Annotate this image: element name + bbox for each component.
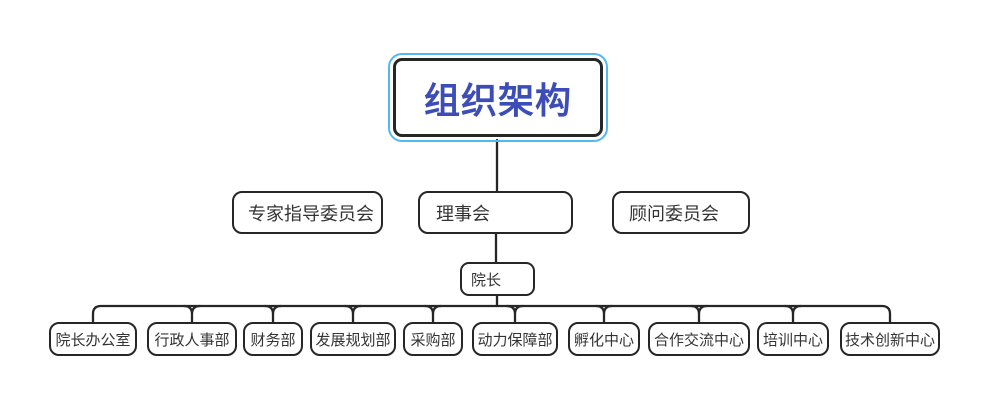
connector-tee: [505, 304, 525, 324]
topic-council[interactable]: 理事会: [418, 191, 573, 234]
connector-trunk: [91, 304, 892, 324]
root-topic[interactable]: 组织架构: [388, 53, 608, 142]
connector-tee: [182, 304, 202, 324]
connector-tee: [594, 304, 614, 324]
topic-dean[interactable]: 院长: [460, 262, 535, 296]
topic-department[interactable]: 发展规划部: [310, 322, 396, 356]
topic-department[interactable]: 动力保障部: [472, 322, 558, 356]
topic-department[interactable]: 财务部: [243, 322, 303, 356]
topic-department[interactable]: 采购部: [403, 322, 463, 356]
connector-tee: [343, 304, 363, 324]
topic-department[interactable]: 院长办公室: [49, 322, 137, 356]
connector-tee: [423, 304, 443, 324]
connector-tee: [783, 304, 803, 324]
topic-department[interactable]: 合作交流中心: [648, 322, 750, 356]
topic-department[interactable]: 培训中心: [757, 322, 829, 356]
topic-department[interactable]: 行政人事部: [147, 322, 237, 356]
topic-department[interactable]: 孵化中心: [568, 322, 640, 356]
topic-advisory-committee[interactable]: 顾问委员会: [612, 191, 750, 234]
connector-tee: [689, 304, 709, 324]
connector-tee: [263, 304, 283, 324]
topic-expert-guidance-committee[interactable]: 专家指导委员会: [232, 191, 383, 234]
topic-department[interactable]: 技术创新中心: [840, 322, 940, 356]
